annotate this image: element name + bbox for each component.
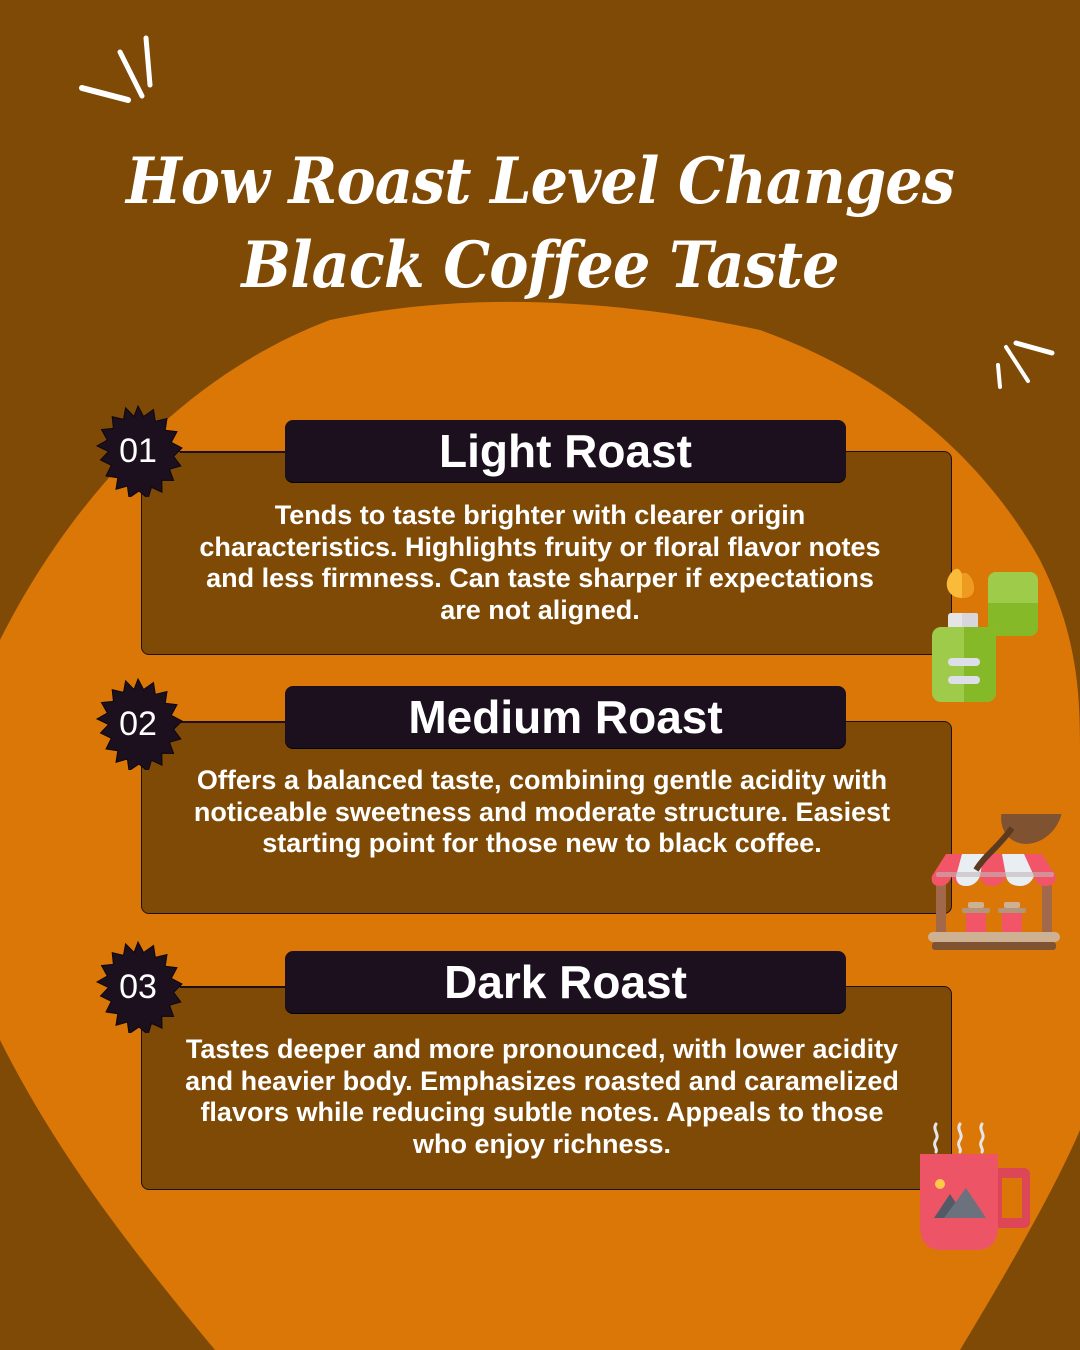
heading-light-roast: Light Roast [285, 420, 846, 482]
number-badge-01: 01 [92, 404, 184, 500]
lighter-icon [932, 568, 1038, 702]
card-light-roast [141, 451, 952, 655]
description-light-roast: Tends to taste brighter with clearer ori… [199, 500, 881, 625]
coffee-shop-stall-icon [928, 814, 1062, 950]
heading-dark-roast: Dark Roast [285, 951, 846, 1013]
heading-medium-roast: Medium Roast [285, 686, 846, 748]
number-badge-03: 03 [92, 940, 184, 1036]
title-line-1: How Roast Level Changes [126, 144, 955, 219]
badge-number: 01 [119, 432, 157, 470]
title-line-2: Black Coffee Taste [241, 228, 839, 303]
card-medium-roast [141, 721, 952, 914]
coffee-mug-icon [920, 1122, 1030, 1250]
sparkle-right-icon [996, 340, 1055, 389]
badge-number: 02 [119, 705, 157, 743]
connector-line [180, 986, 286, 988]
card-dark-roast [141, 986, 952, 1190]
badge-number: 03 [119, 968, 157, 1006]
starburst-icon [95, 404, 183, 500]
connector-line [180, 721, 286, 723]
description-medium-roast: Offers a balanced taste, combining gentl… [193, 765, 891, 858]
description-dark-roast: Tastes deeper and more pronounced, with … [185, 1034, 899, 1159]
number-badge-02: 02 [92, 677, 184, 773]
page-title: How Roast Level Changes Black Coffee Tas… [43, 140, 1037, 308]
sparkle-top-left-icon [79, 35, 153, 103]
starburst-icon [95, 677, 183, 773]
connector-line [180, 451, 286, 453]
starburst-icon [95, 940, 183, 1036]
